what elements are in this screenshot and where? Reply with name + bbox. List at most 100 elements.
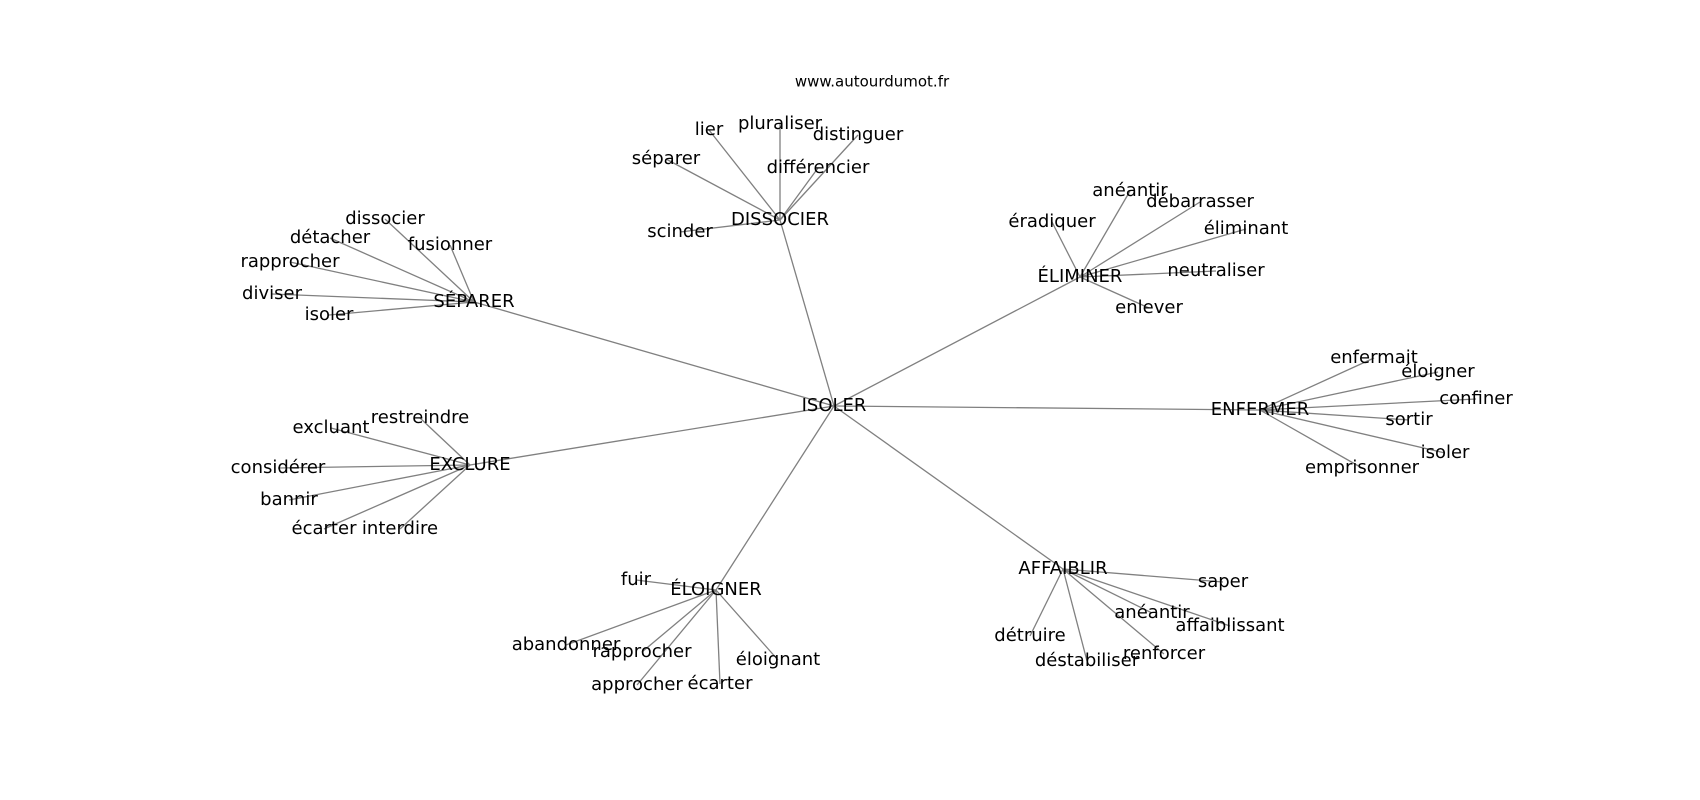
word-node[interactable]: scinder bbox=[647, 221, 713, 242]
word-node[interactable]: excluant bbox=[293, 417, 370, 438]
word-node[interactable]: détacher bbox=[290, 227, 371, 248]
center-edge bbox=[779, 219, 835, 407]
word-edge bbox=[399, 464, 471, 530]
word-edge bbox=[1062, 568, 1231, 627]
word-node[interactable]: diviser bbox=[242, 283, 303, 304]
word-edge bbox=[1062, 568, 1165, 655]
word-node[interactable]: séparer bbox=[632, 148, 701, 169]
word-node[interactable]: confiner bbox=[1439, 388, 1513, 409]
word-edge bbox=[779, 134, 859, 221]
word-edge bbox=[641, 589, 717, 653]
source-label: www.autourdumot.fr bbox=[795, 73, 950, 91]
word-node[interactable]: isoler bbox=[305, 304, 354, 325]
word-node[interactable]: enlever bbox=[1115, 297, 1183, 318]
word-node[interactable]: éradiquer bbox=[1008, 211, 1096, 232]
word-edge bbox=[708, 129, 781, 221]
word-edge bbox=[288, 464, 471, 501]
center-edge bbox=[833, 405, 1261, 411]
hub-node[interactable]: ÉLIMINER bbox=[1038, 265, 1123, 287]
word-node[interactable]: éloigner bbox=[1401, 361, 1475, 382]
word-node[interactable]: emprisonner bbox=[1305, 457, 1420, 478]
word-node[interactable]: lier bbox=[695, 119, 724, 140]
word-edge bbox=[329, 237, 475, 303]
word-node[interactable]: éliminant bbox=[1204, 218, 1289, 239]
word-node[interactable]: différencier bbox=[767, 157, 870, 178]
word-node[interactable]: isoler bbox=[1421, 442, 1470, 463]
word-edge bbox=[715, 589, 721, 685]
word-edge bbox=[419, 417, 471, 466]
word-node[interactable]: pluraliser bbox=[738, 113, 823, 134]
center-edge bbox=[833, 405, 1064, 570]
word-node[interactable]: interdire bbox=[362, 518, 438, 539]
word-node[interactable]: anéantir bbox=[1092, 180, 1168, 201]
word-edge bbox=[1079, 276, 1150, 309]
hub-node[interactable]: EXCLURE bbox=[429, 454, 510, 475]
word-edge bbox=[1051, 221, 1081, 278]
word-node[interactable]: bannir bbox=[260, 489, 318, 510]
word-node[interactable]: sortir bbox=[1385, 409, 1433, 430]
labels-layer: www.autourdumot.fr ISOLER SÉPARER dissoci… bbox=[231, 73, 1514, 696]
word-edge bbox=[1079, 190, 1131, 278]
word-edge bbox=[277, 464, 471, 469]
word-edge bbox=[384, 218, 475, 303]
hub-node[interactable]: DISSOCIER bbox=[731, 209, 829, 230]
word-node[interactable]: affaiblissant bbox=[1175, 615, 1284, 636]
word-node[interactable]: anéantir bbox=[1114, 602, 1190, 623]
word-edge bbox=[1062, 568, 1153, 614]
word-node[interactable]: fuir bbox=[621, 569, 652, 590]
word-node[interactable]: dissocier bbox=[345, 208, 425, 229]
word-node[interactable]: abandonner bbox=[512, 634, 621, 655]
center-edge bbox=[833, 276, 1081, 407]
word-edge bbox=[323, 464, 471, 530]
word-edge bbox=[271, 293, 475, 303]
word-node[interactable]: détruire bbox=[994, 625, 1065, 646]
word-edge bbox=[1079, 201, 1201, 278]
hub-node[interactable]: SÉPARER bbox=[433, 290, 514, 312]
word-node[interactable]: rapprocher bbox=[592, 641, 692, 662]
center-node[interactable]: ISOLER bbox=[802, 395, 867, 416]
word-edge bbox=[679, 219, 781, 233]
word-node[interactable]: fusionner bbox=[408, 234, 493, 255]
hub-node[interactable]: ENFERMER bbox=[1211, 399, 1309, 420]
word-edge bbox=[665, 158, 781, 221]
center-edge bbox=[473, 301, 835, 407]
word-edge bbox=[1062, 568, 1088, 662]
word-edge bbox=[715, 589, 779, 661]
word-edge bbox=[779, 167, 819, 221]
word-node[interactable]: écarter bbox=[688, 673, 754, 694]
hub-node[interactable]: AFFAIBLIR bbox=[1018, 558, 1107, 579]
word-edge bbox=[1259, 357, 1375, 411]
word-node[interactable]: neutraliser bbox=[1167, 260, 1265, 281]
word-edge bbox=[1259, 398, 1477, 411]
word-node[interactable]: rapprocher bbox=[240, 251, 340, 272]
word-node[interactable]: restreindre bbox=[371, 407, 470, 428]
word-edge bbox=[1259, 409, 1410, 421]
word-node[interactable]: considérer bbox=[231, 457, 326, 478]
word-edge bbox=[565, 589, 717, 646]
word-edge bbox=[636, 589, 717, 686]
center-edge bbox=[469, 405, 835, 466]
word-node[interactable]: saper bbox=[1198, 571, 1249, 592]
word-edge bbox=[328, 301, 475, 316]
word-edge bbox=[1079, 228, 1247, 278]
hub-node[interactable]: ÉLOIGNER bbox=[670, 578, 762, 600]
word-node[interactable]: débarrasser bbox=[1146, 191, 1254, 212]
word-node[interactable]: enfermait bbox=[1330, 347, 1418, 368]
word-edge bbox=[289, 261, 475, 303]
word-node[interactable]: approcher bbox=[591, 674, 683, 695]
word-edge bbox=[1062, 568, 1224, 583]
word-edge bbox=[1259, 371, 1439, 411]
word-node[interactable]: déstabiliser bbox=[1035, 650, 1140, 671]
word-edge bbox=[1259, 409, 1363, 469]
word-edge bbox=[449, 244, 475, 303]
word-edge bbox=[635, 579, 717, 591]
word-node[interactable]: éloignant bbox=[736, 649, 820, 670]
word-node[interactable]: distinguer bbox=[813, 124, 904, 145]
word-edge bbox=[1259, 409, 1446, 454]
center-edge bbox=[715, 405, 835, 591]
word-node[interactable]: écarter bbox=[292, 518, 358, 539]
word-edge bbox=[1079, 270, 1217, 278]
edges-layer bbox=[271, 124, 1477, 686]
word-node[interactable]: renforcer bbox=[1123, 643, 1206, 664]
